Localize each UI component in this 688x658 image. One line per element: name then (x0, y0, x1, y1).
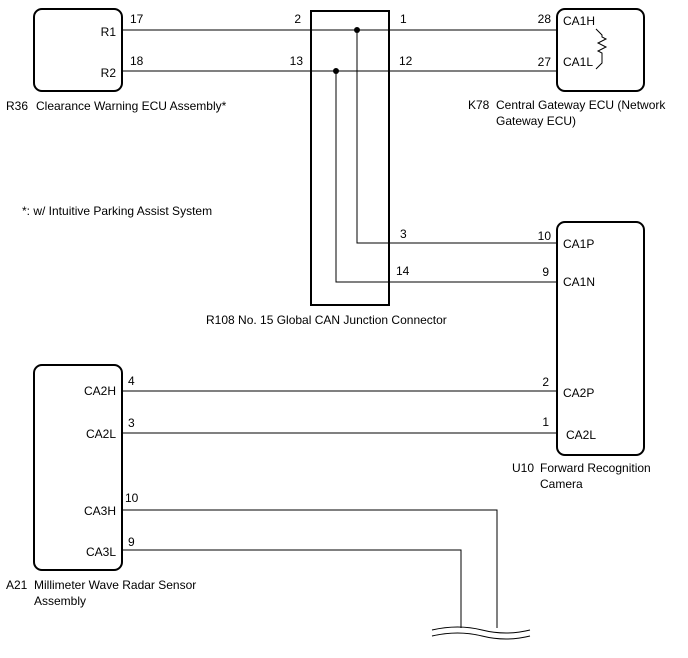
a21-pin-ca2l: CA2L (86, 427, 116, 441)
k78-pin-ca1l: CA1L (563, 55, 593, 69)
u10-camera-box (556, 221, 645, 456)
wire-number-2: 2 (294, 12, 301, 26)
footnote: *: w/ Intuitive Parking Assist System (22, 204, 212, 218)
junction-branch-low (335, 71, 389, 283)
wire-number-18: 18 (130, 54, 144, 68)
u10-pin-ca1n: CA1N (563, 275, 595, 289)
r36-designator: R36 (6, 99, 28, 113)
wire-number-4: 4 (128, 374, 135, 388)
wire-number-1-u10: 1 (542, 415, 549, 429)
wire-break-lower-icon (431, 632, 531, 640)
splice-point-high (354, 27, 360, 33)
a21-pin-ca3l: CA3L (86, 545, 116, 559)
splice-point-low (333, 68, 339, 74)
u10-pin-ca2l: CA2L (566, 428, 596, 442)
k78-name-line2: Gateway ECU) (496, 114, 576, 128)
k78-designator: K78 (468, 98, 490, 112)
wire-number-10-a21: 10 (125, 491, 139, 505)
wire-a21-ca3l (122, 549, 462, 628)
wire-number-12: 12 (399, 54, 413, 68)
wire-number-9-u10: 9 (542, 265, 549, 279)
junction-branch-high (356, 30, 389, 244)
u10-pin-ca1p: CA1P (563, 237, 594, 251)
wire-number-28: 28 (538, 12, 552, 26)
wire-number-1: 1 (400, 12, 407, 26)
k78-name-line1: Central Gateway ECU (Network (496, 98, 666, 112)
wire-number-3: 3 (400, 227, 407, 241)
wire-number-13: 13 (290, 54, 304, 68)
k78-pin-ca1h: CA1H (563, 14, 595, 28)
r36-name: Clearance Warning ECU Assembly* (36, 99, 227, 113)
wire-number-27: 27 (538, 55, 552, 69)
r36-pin-r2: R2 (101, 66, 117, 80)
r36-ecu-box (33, 8, 123, 92)
u10-pin-ca2p: CA2P (563, 386, 594, 400)
wire-number-14: 14 (396, 264, 410, 278)
wire-number-9-a21: 9 (128, 535, 135, 549)
u10-designator: U10 (512, 461, 534, 475)
a21-radar-box (33, 364, 123, 571)
u10-name-line1: Forward Recognition (540, 461, 651, 475)
wire-number-17: 17 (130, 12, 144, 26)
termination-resistor-icon (595, 28, 608, 70)
wire-a21-ca3h (122, 509, 498, 628)
a21-designator: A21 (6, 578, 28, 592)
a21-name-line2: Assembly (34, 594, 86, 608)
wire-number-3-a21: 3 (128, 416, 135, 430)
a21-pin-ca3h: CA3H (84, 504, 116, 518)
r108-label: R108 No. 15 Global CAN Junction Connecto… (206, 313, 447, 327)
wire-number-10-u10: 10 (538, 229, 552, 243)
a21-pin-ca2h: CA2H (84, 384, 116, 398)
u10-name-line2: Camera (540, 477, 583, 491)
a21-name-line1: Millimeter Wave Radar Sensor (34, 578, 196, 592)
r36-pin-r1: R1 (101, 25, 117, 39)
r108-junction-connector-box (310, 10, 390, 306)
wire-break-upper-icon (431, 626, 531, 634)
wire-number-2-u10: 2 (542, 375, 549, 389)
